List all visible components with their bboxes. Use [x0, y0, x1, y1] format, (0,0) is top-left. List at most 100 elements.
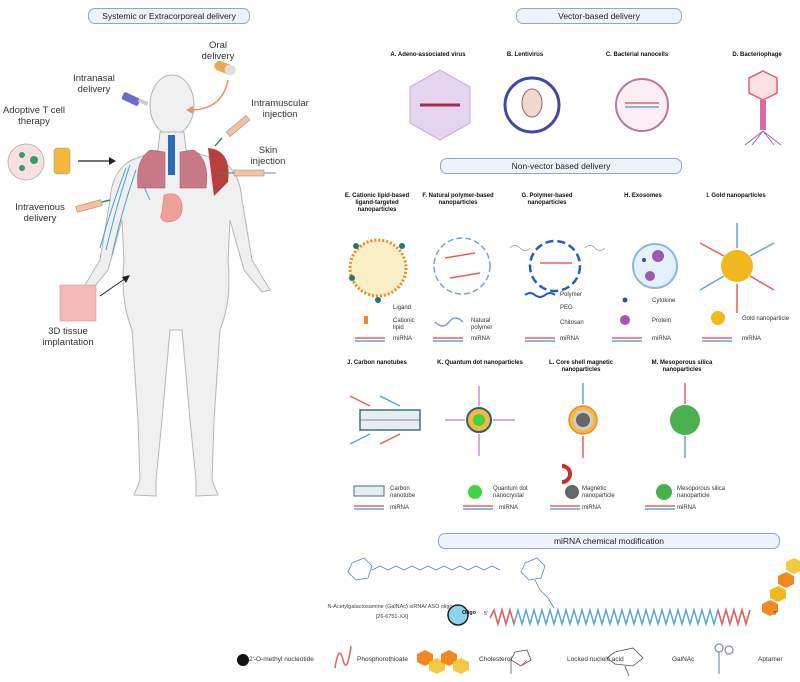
cholesterol-icon [417, 650, 469, 674]
body-silhouette [81, 74, 271, 497]
oligo-circle [447, 604, 469, 626]
label-skin-injection: Skin injection [250, 145, 286, 167]
legend-mirna-g: miRNA [560, 336, 579, 342]
t-cell-circle [7, 143, 45, 181]
nasal-spray-icon [121, 92, 149, 106]
aptamer-icon [714, 643, 734, 674]
legend-mirna-e: miRNA [393, 336, 412, 342]
title-bacteriophage: D. Bacteriophage [732, 52, 782, 58]
title-gold-nanoparticles: I. Gold nanoparticles [706, 193, 766, 199]
label-intranasal-delivery: Intranasal delivery [73, 73, 115, 95]
shoulder-muscle [208, 148, 229, 196]
title-natural-polymer: F. Natural polymer-based nanoparticles [422, 193, 494, 206]
legend-mirna-j: miRNA [390, 505, 409, 511]
legend-natural-polymer: Natural polymer [471, 318, 493, 331]
title-lentivirus: B. Lentivirus [506, 52, 544, 58]
cationic-lipid-glyph [364, 316, 368, 324]
legend-cholesterol: Cholesterol [479, 656, 512, 663]
galnac-oligo-illustration [347, 557, 800, 627]
legend-mirna-l: miRNA [582, 505, 601, 511]
galnac-code: [26-6751-XX] [375, 614, 409, 620]
legend-protein: Protein [652, 318, 672, 324]
polymer-glyph [524, 292, 556, 298]
legend-quantum-dot: Quantum dot nanocrystal [493, 486, 528, 499]
legend-ligand: Ligand [393, 305, 412, 311]
legend-mirna-m: miRNA [677, 505, 696, 511]
mirna-strand [489, 607, 751, 627]
iv-bag-icon [53, 147, 71, 175]
silica-glyph [656, 484, 672, 500]
capsule-icon [214, 60, 236, 76]
lna-icon [510, 649, 532, 674]
natural-polymer-glyph [434, 317, 464, 327]
legend-mirna-f: miRNA [471, 336, 490, 342]
exosome [632, 243, 678, 289]
bacteriophage [744, 70, 782, 146]
cholesterol-tag [762, 558, 800, 616]
lungs [137, 149, 207, 189]
label-3d-tissue-implantation: 3D tissue implantation [42, 326, 94, 348]
legend-carbon-nanotube: Carbon nanotube [390, 486, 416, 499]
legend-chitosan: Chitosan [560, 320, 584, 326]
row2-legend-glyphs [353, 464, 675, 510]
polymer-particle [509, 239, 606, 293]
legend-polymer: Polymer [560, 292, 583, 298]
human-body-illustration [7, 60, 276, 497]
lentivirus [503, 76, 561, 134]
legend-mirna-h: miRNA [652, 336, 671, 342]
legend-2-o-methyl: 2'-O-methyl nucleotide [249, 656, 314, 663]
arm-veins [99, 164, 151, 256]
carbon-nanotube [349, 395, 421, 445]
nonvector-row2-illustrations [349, 383, 700, 458]
legend-galnac: GalNAc [672, 656, 695, 663]
oligo-label: Oligo [461, 610, 477, 616]
title-exosomes: H. Exosomes [624, 193, 662, 199]
gold-glyph [711, 311, 725, 325]
legend-cytokine: Cytokine [652, 298, 676, 304]
syringe-icon-intravenous [75, 199, 111, 213]
legend-cationic-lipid: Cationic lipid [393, 318, 415, 331]
label-adoptive-t-cell-therapy: Adoptive T cell therapy [3, 105, 65, 127]
core-shell-magnetic [568, 383, 598, 458]
legend-mesoporous-silica: Mesoporous silica nanoparticle [677, 486, 726, 499]
title-quantum-dot: K. Quantum dot nanoparticles [437, 360, 523, 366]
three-prime-label: 3' [772, 611, 778, 617]
title-carbon-nanotubes: J. Carbon nanotubes [347, 360, 407, 366]
title-polymer-based: G. Polymer-based nanoparticles [521, 193, 573, 206]
mirna-glyph [355, 337, 732, 342]
tissue-block-icon [59, 284, 97, 322]
title-cationic-lipid: E. Cationic lipid-based ligand-targeted … [344, 193, 410, 213]
legend-mirna-i: miRNA [742, 336, 761, 342]
title-aav: A. Adeno-associated virus [390, 52, 466, 58]
stomach [160, 193, 183, 223]
gold-nanoparticle [699, 223, 775, 313]
title-bacterial-nanocells: C. Bacterial nanocells [605, 52, 669, 58]
legend-magnetic-nanoparticle: Magnetic nanoparticle [582, 486, 615, 499]
mesoporous-silica [670, 383, 700, 458]
galnac-structure [347, 557, 555, 609]
tissue-arrow [99, 277, 127, 297]
label-intravenous-delivery: Intravenous delivery [15, 202, 65, 224]
magnet-icon [561, 464, 572, 484]
title-core-shell-magnetic: L. Core shell magnetic nanoparticles [548, 360, 614, 373]
vector-illustrations [409, 69, 782, 146]
cationic-lipid-particle [348, 238, 408, 303]
section-vector-delivery: Vector-based delivery [516, 8, 682, 24]
legend-phosphorothioate: Phosphorothioate [357, 656, 408, 663]
title-mesoporous-silica: M. Mesoporous silica nanoparticles [651, 360, 713, 373]
section-systemic-delivery: Systemic or Extracorporeal delivery [88, 8, 250, 24]
modification-legend-glyphs [237, 643, 734, 677]
carbon-nanotube-glyph [353, 485, 385, 497]
protein-glyph [620, 315, 630, 325]
methyl-nucleotide-icon [237, 654, 249, 666]
legend-mirna-k: miRNA [499, 505, 518, 511]
syringe-icon-skin [218, 169, 276, 177]
label-oral-delivery: Oral delivery [201, 40, 235, 62]
row1-legend-glyphs [355, 292, 732, 342]
syringe-icon-intramuscular [214, 114, 251, 147]
trachea [168, 135, 175, 175]
section-nonvector-delivery: Non-vector based delivery [440, 158, 682, 174]
magnetic-glyph [565, 485, 579, 499]
section-chemical-modification: miRNA chemical modification [438, 533, 780, 549]
galnac-icon [606, 647, 644, 677]
